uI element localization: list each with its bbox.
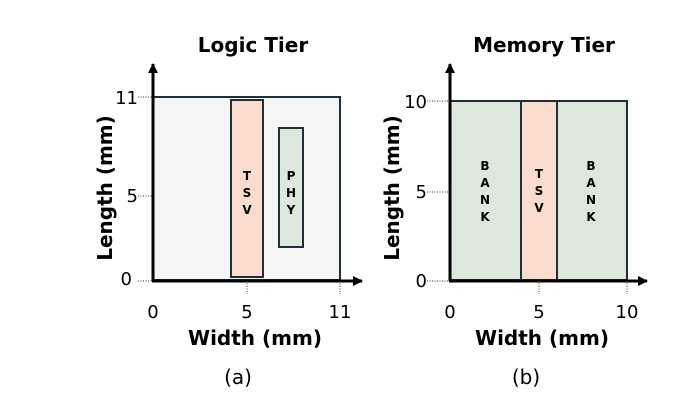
panel-b-caption: (b) [512, 365, 540, 389]
memory-bank-left [449, 100, 522, 281]
memory-tsv-letter-2: V [534, 201, 544, 215]
memory-ytick-10: 10 [404, 92, 427, 113]
panel-logic-tier: Logic Tier T S V P H Y 11 5 0 0 5 11 Wid… [93, 33, 363, 389]
logic-phy-letter-1: H [286, 186, 296, 200]
panel-memory-tier: Memory Tier B A N K T S V B A N K 10 5 0… [380, 33, 648, 389]
logic-xtick-5: 5 [241, 302, 252, 323]
logic-xtick-0: 0 [147, 302, 158, 323]
logic-tsv-letter-0: T [243, 169, 252, 183]
logic-tsv-letter-2: V [242, 203, 252, 217]
logic-ytick-0: 0 [121, 269, 132, 290]
memory-bank-left-letter-3: K [480, 210, 490, 224]
memory-tsv-letter-0: T [535, 167, 544, 181]
memory-bank-left-letter-1: A [480, 176, 490, 190]
memory-bank-right-letter-2: N [586, 193, 596, 207]
memory-y-axis-title: Length (mm) [380, 115, 404, 261]
logic-y-axis-title: Length (mm) [93, 115, 117, 261]
memory-bank-right [556, 100, 628, 281]
memory-bank-left-letter-0: B [480, 159, 489, 173]
logic-phy-letter-0: P [287, 169, 296, 183]
logic-phy-block [278, 127, 304, 248]
logic-phy-letter-2: Y [286, 203, 296, 217]
logic-tsv-block [230, 99, 264, 278]
memory-bank-right-letter-0: B [586, 159, 595, 173]
logic-xtick-11: 11 [329, 302, 352, 323]
memory-bank-right-letter-3: K [586, 210, 596, 224]
panel-b-title: Memory Tier [473, 33, 615, 57]
memory-ytick-5: 5 [416, 182, 427, 203]
memory-tsv-letter-1: S [535, 184, 544, 198]
memory-bank-left-letter-2: N [480, 193, 490, 207]
memory-bank-right-letter-1: A [586, 176, 596, 190]
logic-x-axis-title: Width (mm) [188, 326, 322, 350]
panel-a-caption: (a) [224, 365, 252, 389]
panel-a-title: Logic Tier [198, 33, 309, 57]
memory-xtick-0: 0 [444, 302, 455, 323]
logic-ytick-11: 11 [115, 88, 138, 109]
logic-ytick-5: 5 [127, 186, 138, 207]
memory-x-axis-title: Width (mm) [475, 326, 609, 350]
memory-ytick-0: 0 [416, 271, 427, 292]
memory-xtick-10: 10 [616, 302, 639, 323]
logic-tsv-letter-1: S [243, 186, 252, 200]
memory-xtick-5: 5 [533, 302, 544, 323]
